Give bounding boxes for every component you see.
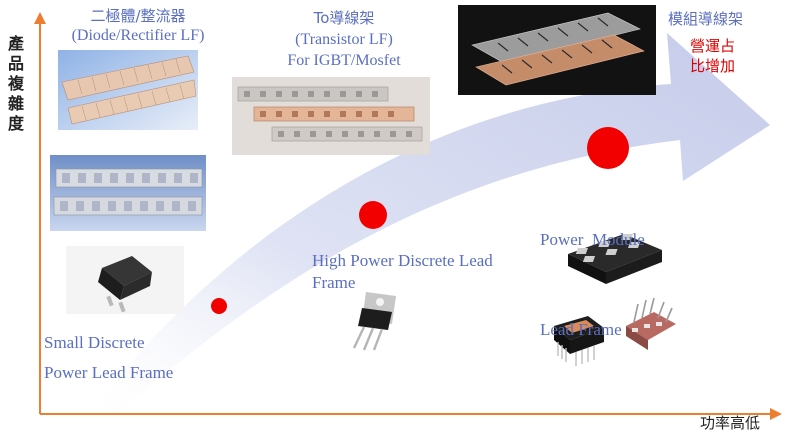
power-module-line2: Lead Frame bbox=[540, 320, 622, 339]
x-axis-label: 功率高低 bbox=[700, 414, 761, 432]
diode-category-title: 二極體/整流器 (Diode/Rectifier LF) bbox=[58, 6, 218, 46]
diode-leadframe-photo-2 bbox=[50, 155, 206, 231]
small-discrete-line1: Small Discrete bbox=[44, 333, 145, 352]
transistor-subtitle: (Transistor LF) bbox=[295, 31, 393, 48]
share-dot-high-power bbox=[359, 201, 387, 229]
small-discrete-package-photo bbox=[66, 246, 184, 314]
diode-title: 二極體/整流器 bbox=[90, 7, 186, 25]
transistor-application: For IGBT/Mosfet bbox=[287, 52, 401, 69]
diode-subtitle: (Diode/Rectifier LF) bbox=[71, 27, 205, 44]
stage-label-high-power: High Power Discrete Lead Frame bbox=[312, 250, 493, 294]
module-category-title: 模組導線架 bbox=[668, 10, 744, 28]
share-note-line2: 比增加 bbox=[690, 57, 736, 75]
y-axis-arrowhead bbox=[34, 12, 46, 24]
power-module-photo-1 bbox=[568, 234, 662, 284]
high-power-line2: Frame bbox=[312, 273, 356, 292]
transistor-leadframe-photo bbox=[232, 77, 430, 155]
y-axis-label: 產品複雜度 bbox=[7, 34, 24, 133]
power-module-photo-2 bbox=[554, 316, 604, 366]
share-note-line1: 營運占 bbox=[690, 37, 736, 55]
module-leadframe-photo bbox=[458, 5, 656, 95]
transistor-category-title: To導線架 (Transistor LF) For IGBT/Mosfet bbox=[264, 8, 424, 71]
stage-label-small-discrete: Small Discrete Power Lead Frame bbox=[44, 328, 173, 388]
high-power-line1: High Power Discrete Lead bbox=[312, 251, 493, 270]
power-module-line1: Power Module bbox=[540, 230, 645, 249]
small-discrete-line2: Power Lead Frame bbox=[44, 363, 174, 382]
diode-leadframe-photo-1 bbox=[58, 50, 198, 130]
power-module-photo-3 bbox=[626, 297, 676, 350]
share-dot-module bbox=[587, 127, 629, 169]
share-dot-small bbox=[211, 298, 227, 314]
share-increase-note: 營運占 比增加 bbox=[690, 36, 735, 76]
x-axis-arrowhead bbox=[770, 408, 782, 420]
transistor-title: To導線架 bbox=[313, 9, 375, 27]
stage-label-power-module: Power Module Lead Frame bbox=[540, 165, 645, 375]
high-power-discrete-package-photo bbox=[352, 292, 396, 351]
